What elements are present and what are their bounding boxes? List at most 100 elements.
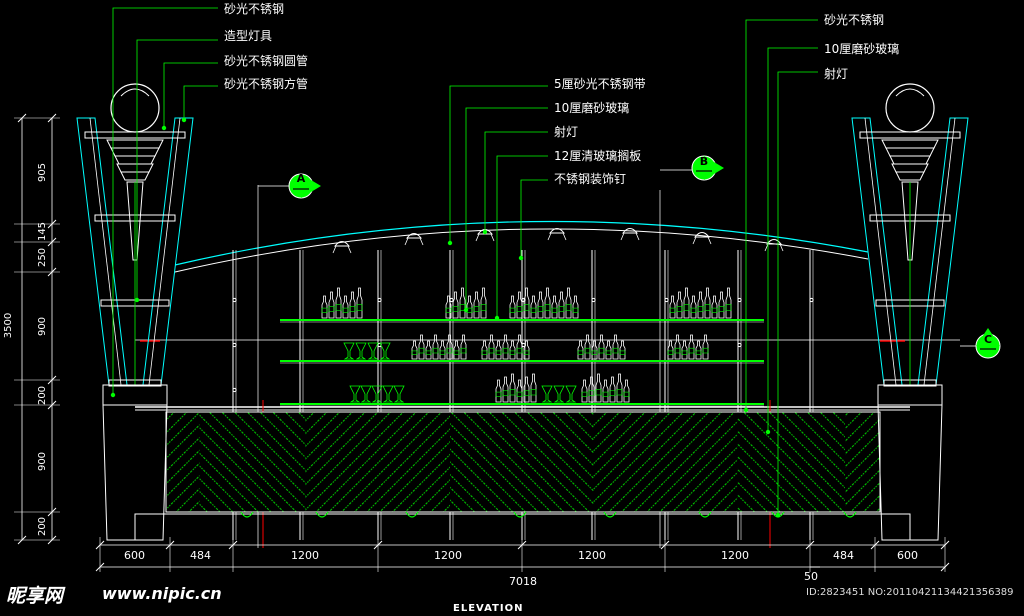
bottle-label: [702, 347, 709, 354]
wine-glass: [379, 342, 391, 360]
wine-glass: [382, 385, 394, 403]
bottle-label: [551, 307, 558, 313]
bottle-label: [502, 347, 509, 354]
spotlight-leg: [404, 237, 409, 246]
bottle: [452, 291, 459, 319]
bottle-label: [335, 304, 342, 311]
bottle: [718, 291, 725, 319]
wine-glass: [371, 385, 383, 403]
leader-dot: [134, 297, 140, 303]
vdim-200b: 200: [37, 516, 49, 537]
spotlight: [333, 241, 351, 247]
hdim-tick: [95, 540, 105, 550]
bottle-label: [530, 307, 537, 313]
center-label-spotlight: 射灯: [554, 125, 579, 139]
bottle: [530, 295, 537, 319]
column-ring: [859, 131, 961, 139]
vdim-145: 145: [37, 221, 49, 242]
spotlight-leg: [635, 232, 640, 241]
bottle-label: [480, 304, 487, 311]
vdim-900a: 900: [37, 316, 49, 337]
bottle-label: [453, 350, 460, 355]
bottle: [581, 379, 588, 403]
bottle-label: [509, 389, 516, 396]
bottle: [695, 340, 702, 360]
section-mark-c-letter: C: [983, 333, 993, 346]
leader-dot: [447, 240, 453, 246]
leader-dot: [110, 392, 116, 398]
bottle: [669, 295, 676, 319]
hatch-section-b: [450, 412, 522, 512]
hdim-tick: [940, 562, 950, 572]
right-label-spotlight: 射灯: [824, 67, 849, 81]
bottle-label: [681, 350, 688, 355]
leader-line: [767, 47, 818, 432]
column-plinth: [102, 404, 168, 541]
bottle-label: [581, 391, 588, 397]
hdim-484-left: 484: [190, 549, 211, 562]
hatched-base-panel: [134, 411, 911, 540]
hdim-1200-a: 1200: [291, 549, 319, 562]
spotlight-leg: [562, 232, 567, 241]
bottle: [537, 291, 544, 319]
bottle: [584, 334, 591, 360]
bottle: [674, 334, 681, 360]
bottle-display: [321, 287, 732, 403]
bottle-label: [321, 307, 328, 313]
bottle-label: [588, 390, 595, 397]
bottle-label: [488, 347, 495, 354]
section-a-face: [290, 175, 312, 197]
watermark-url: www.nipic.cn: [102, 584, 222, 603]
hatch-section-a: [522, 412, 594, 512]
bottle: [480, 287, 487, 319]
vdim-tick: [47, 535, 57, 545]
column-frame-outer: [76, 117, 128, 386]
leader-line: [465, 107, 548, 310]
bottle: [681, 340, 688, 360]
vdim-total: 3500: [3, 312, 15, 339]
hdim-tick: [373, 540, 383, 550]
wine-glass: [360, 385, 372, 403]
bottle-label: [623, 391, 630, 397]
decor-nail: [449, 297, 454, 303]
section-mark-a-letter: A: [296, 172, 306, 185]
bottle: [516, 379, 523, 403]
bottle: [595, 373, 602, 403]
watermark-logo: 昵享网: [6, 585, 64, 607]
hatch-section-a: [233, 412, 306, 512]
bottle-label: [695, 350, 702, 355]
bottle: [411, 340, 418, 360]
leader-dot: [743, 407, 749, 413]
leader-line: [745, 19, 818, 410]
leader-line: [496, 155, 548, 318]
bottle-label: [572, 307, 579, 313]
hdim-1200-c: 1200: [578, 549, 606, 562]
bottle-label: [516, 305, 523, 312]
bottle: [335, 287, 342, 319]
hatch-section-a: [665, 412, 738, 512]
bottle: [683, 287, 690, 319]
bottle: [342, 295, 349, 319]
left-label-stainless-steel: 砂光不锈钢: [224, 2, 285, 16]
bottle-label: [669, 307, 676, 313]
bottle-label: [411, 350, 418, 355]
hatch-section-b: [593, 412, 665, 512]
bottle-label: [584, 347, 591, 354]
bottle-label: [683, 304, 690, 311]
vdim-tick: [47, 219, 57, 229]
spot-lights: [240, 228, 857, 518]
bottle: [502, 376, 509, 403]
leader-line: [484, 131, 548, 232]
bottle-label: [516, 347, 523, 354]
wine-glass: [541, 385, 553, 403]
spotlight: [765, 239, 783, 245]
decorative-columns: [76, 83, 969, 541]
leader-dot: [482, 229, 488, 235]
bottle: [530, 373, 537, 403]
bottle-label: [674, 347, 681, 354]
spotlight-leg: [419, 237, 424, 246]
spotlight: [405, 233, 423, 239]
hdim-tick: [940, 540, 950, 550]
base-foot-light: [240, 511, 254, 518]
